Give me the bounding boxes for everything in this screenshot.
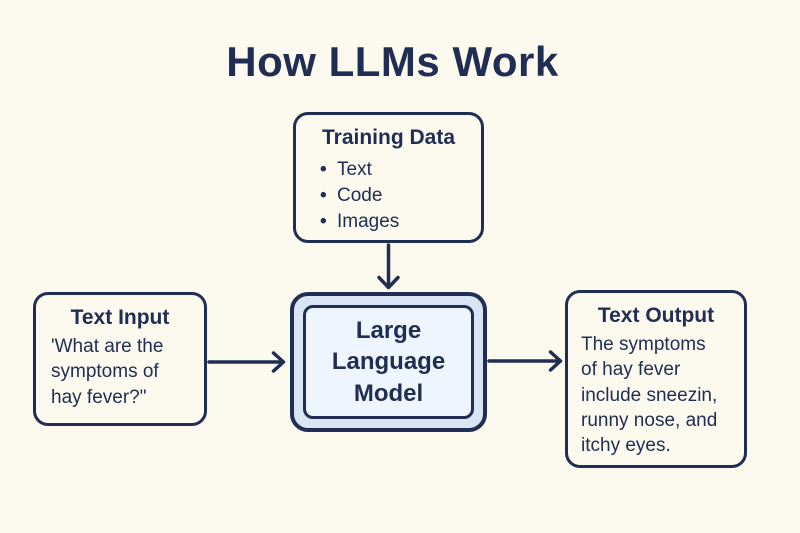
training-data-title: Training Data — [321, 126, 456, 149]
llm-box: Large Language Model — [290, 292, 487, 432]
arrow-training-to-llm — [377, 243, 400, 290]
llm-box-inner: Large Language Model — [303, 305, 474, 419]
arrow-input-to-llm — [207, 351, 286, 373]
training-data-list: Text Code Images — [296, 157, 481, 234]
arrow-llm-to-output — [487, 350, 563, 372]
text-output-box: Text Output The symptoms of hay fever in… — [565, 290, 747, 468]
llm-label: Large Language Model — [331, 317, 446, 407]
training-data-box: Training Data Text Code Images — [293, 112, 484, 243]
training-data-item: Text — [320, 157, 481, 183]
training-data-item: Images — [320, 209, 481, 235]
text-output-body: The symptoms of hay fever include sneezi… — [581, 334, 718, 457]
text-input-box: Text Input 'What are the symptoms of hay… — [33, 292, 207, 426]
page-title: How LLMs Work — [226, 38, 559, 85]
text-output-title: Text Output — [597, 304, 715, 327]
text-input-title: Text Input — [70, 306, 170, 329]
text-input-body: 'What are the symptoms of hay fever?" — [51, 336, 164, 408]
training-data-item: Code — [320, 183, 481, 209]
